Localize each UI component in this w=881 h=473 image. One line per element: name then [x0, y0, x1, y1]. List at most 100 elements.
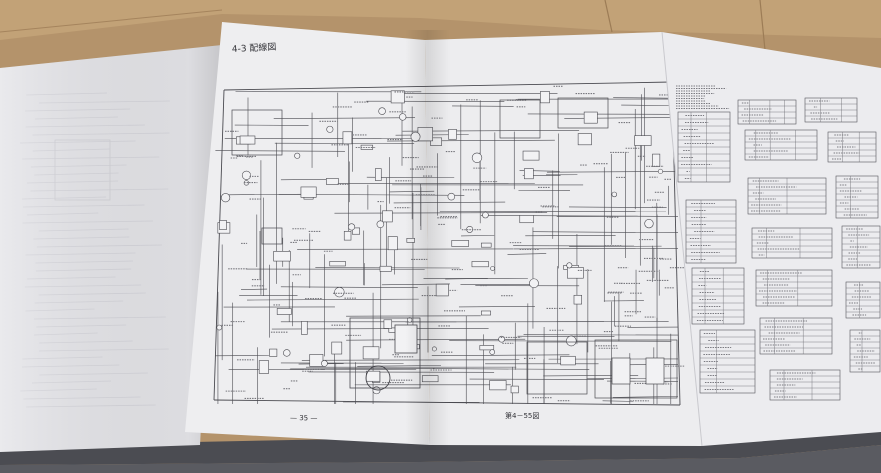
diagram-component — [379, 265, 392, 272]
left-page-shade — [0, 45, 222, 452]
diagram-terminal — [490, 266, 495, 271]
diagram-wire — [569, 206, 667, 208]
diagram-wire — [449, 340, 672, 342]
diagram-assembly-box — [526, 341, 588, 395]
diagram-component — [326, 178, 339, 185]
cardboard-seam — [604, 0, 613, 33]
diagram-bus-wire — [213, 89, 225, 401]
diagram-component — [577, 133, 592, 146]
table-frame — [827, 131, 877, 163]
diagram-component — [387, 236, 398, 251]
diagram-wire — [461, 235, 495, 237]
diagram-component — [219, 220, 227, 230]
cardboard-seam — [759, 0, 766, 51]
diagram-component — [269, 348, 278, 357]
diagram-component — [567, 267, 584, 279]
diagram-terminal — [334, 286, 345, 298]
diagram-component — [479, 345, 495, 351]
diagram-wire — [612, 396, 679, 398]
diagram-terminal — [348, 223, 356, 231]
diagram-page-left — [185, 22, 430, 445]
diagram-terminal — [378, 107, 386, 115]
diagram-component — [510, 385, 519, 394]
diagram-connector — [261, 227, 283, 245]
diagram-component — [331, 341, 343, 355]
diagram-assembly-box — [594, 339, 678, 399]
table-frame — [685, 199, 737, 264]
table-frame — [699, 329, 756, 394]
diagram-terminal — [221, 193, 231, 203]
diagram-terminal — [216, 324, 223, 331]
diagram-wire — [280, 179, 330, 181]
diagram-wire — [613, 97, 679, 99]
diagram-component — [375, 168, 382, 181]
diagram-wire — [546, 171, 679, 173]
diagram-terminal — [566, 262, 573, 269]
diagram-terminal — [489, 349, 496, 355]
diagram-terminal — [321, 360, 328, 367]
diagram-assembly-box — [499, 99, 541, 139]
table-frame — [835, 175, 879, 219]
diagram-terminal — [529, 278, 539, 289]
diagram-component — [489, 380, 507, 391]
diagram-wire — [445, 278, 488, 280]
diagram-wire — [556, 215, 638, 217]
diagram-component — [258, 360, 269, 374]
gutter-shadow — [405, 30, 450, 450]
diagram-component — [365, 370, 381, 382]
diagram-terminal — [657, 168, 664, 174]
diagram-component — [343, 231, 352, 241]
diagram-component — [573, 294, 582, 305]
diagram-component — [480, 242, 492, 248]
diagram-component — [519, 215, 534, 224]
diagram-component — [362, 346, 380, 360]
diagram-page-right — [425, 32, 702, 446]
cardboard-seam — [0, 9, 223, 33]
diagram-component — [301, 321, 308, 335]
connector-tables — [676, 85, 881, 401]
diagram-component — [342, 131, 353, 145]
page-number: — 35 — — [290, 414, 317, 422]
table-frame — [841, 225, 881, 269]
diagram-component — [351, 227, 361, 235]
diagram-component — [524, 168, 534, 180]
diagram-wire — [280, 286, 418, 288]
diagram-wire — [431, 354, 570, 356]
diagram-terminal — [644, 218, 654, 229]
diagram-wire — [602, 400, 634, 402]
diagram-terminal — [326, 125, 334, 133]
diagram-terminal — [482, 211, 489, 219]
diagram-terminal — [294, 152, 301, 159]
diagram-component — [645, 357, 665, 385]
diagram-component — [611, 357, 631, 385]
diagram-wire — [532, 231, 679, 233]
diagram-component — [522, 150, 540, 161]
table-frame — [744, 129, 818, 161]
diagram-component — [652, 153, 661, 167]
diagram-wire — [480, 215, 679, 217]
diagram-component — [481, 310, 491, 316]
diagram-component — [329, 261, 346, 267]
diagram-terminal — [283, 349, 291, 357]
table-page — [662, 32, 881, 446]
figure-label: 第4－55図 — [505, 411, 539, 420]
diagram-wire — [458, 305, 535, 308]
diagram-wire — [513, 248, 679, 250]
diagram-component — [451, 240, 469, 247]
diagram-component — [309, 354, 324, 367]
diagram-wire — [433, 368, 590, 370]
page-edge — [661, 31, 703, 447]
book-cover-bottom — [0, 445, 881, 473]
diagram-component — [634, 135, 652, 146]
diagram-component — [583, 111, 598, 124]
diagram-wire — [564, 117, 679, 119]
diagram-component — [471, 261, 489, 268]
diagram-wire — [273, 117, 416, 119]
diagram-component — [560, 355, 576, 366]
diagram-wire — [247, 298, 419, 301]
diagram-wire — [241, 288, 268, 290]
table-frame — [769, 369, 841, 401]
diagram-terminal — [611, 191, 618, 198]
table-frame — [751, 227, 833, 259]
